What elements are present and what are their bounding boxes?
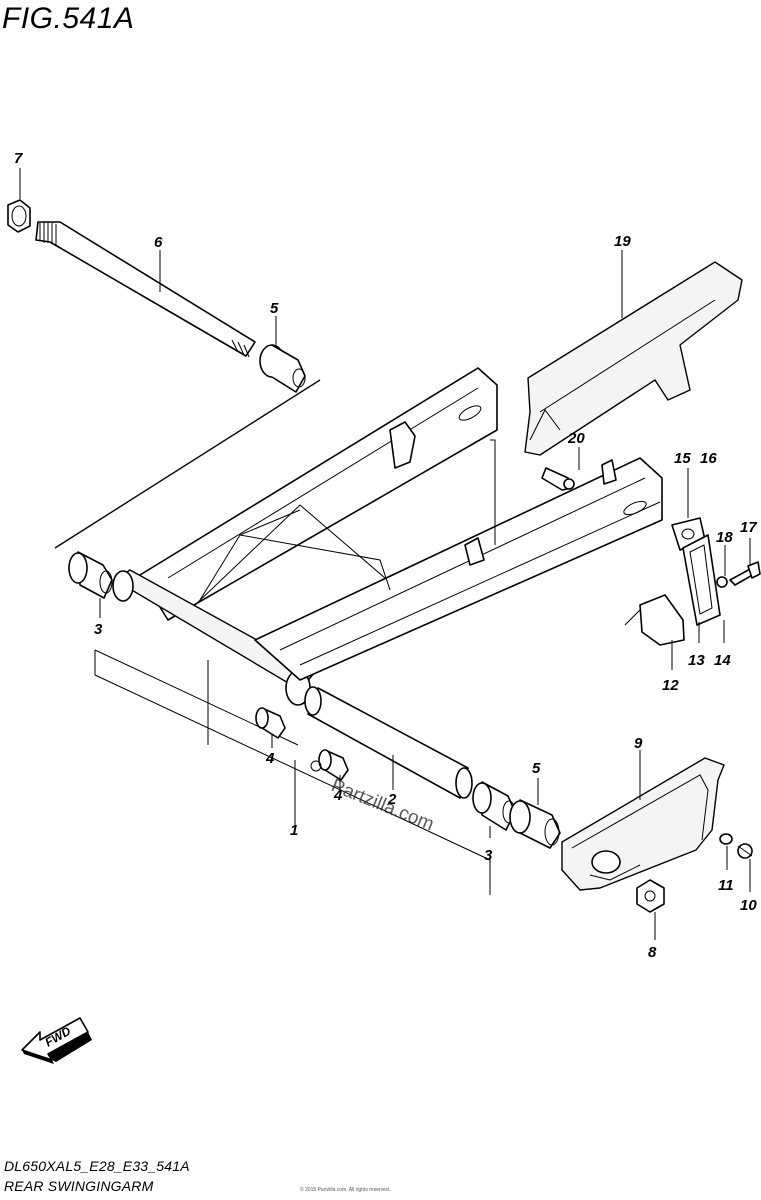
callout-14: 14 bbox=[714, 652, 731, 669]
leader-lines bbox=[19, 168, 751, 940]
part-5-collar-upper[interactable] bbox=[259, 344, 306, 393]
callout-5-upper: 5 bbox=[270, 300, 279, 317]
callout-3-left: 3 bbox=[94, 621, 103, 638]
callout-10: 10 bbox=[740, 897, 757, 914]
callout-18: 18 bbox=[716, 529, 733, 546]
callout-7: 7 bbox=[14, 150, 23, 167]
callout-1: 1 bbox=[290, 822, 298, 839]
callout-16: 16 bbox=[700, 450, 717, 467]
callout-13: 13 bbox=[688, 652, 705, 669]
part-13-14-adjuster[interactable] bbox=[682, 534, 721, 626]
part-9-chain-case[interactable] bbox=[561, 757, 725, 891]
fwd-arrow: FWD bbox=[21, 1017, 92, 1064]
part-6-pivot-shaft[interactable] bbox=[35, 221, 256, 358]
callout-17: 17 bbox=[740, 519, 757, 536]
callout-6: 6 bbox=[154, 234, 163, 251]
callout-2: 2 bbox=[387, 791, 397, 808]
part-12-slider[interactable] bbox=[624, 594, 685, 646]
callout-11: 11 bbox=[718, 877, 734, 894]
callout-4-upper: 4 bbox=[265, 750, 275, 767]
part-2-spacer[interactable] bbox=[304, 686, 473, 799]
callout-12: 12 bbox=[662, 677, 679, 694]
part-7-nut[interactable] bbox=[7, 199, 31, 233]
fine-print: © 2015 Partzilla.com. All rights reserve… bbox=[300, 1187, 391, 1193]
part-3-bearing-left[interactable] bbox=[68, 551, 113, 599]
assembly-boundary-lines bbox=[54, 379, 491, 895]
figure-code: DL650XAL5_E28_E33_541A bbox=[4, 1158, 190, 1174]
part-5-collar-lower[interactable] bbox=[509, 799, 561, 849]
watermark: Partzilla.com bbox=[328, 775, 437, 835]
callout-5-lower: 5 bbox=[532, 760, 541, 777]
part-20-bolt[interactable] bbox=[541, 467, 575, 491]
part-3-bearing-right[interactable] bbox=[472, 781, 516, 831]
callout-4-lower: 4 bbox=[333, 787, 343, 804]
callout-20: 20 bbox=[567, 430, 585, 447]
part-17-bolt[interactable] bbox=[729, 561, 761, 586]
part-19-chain-cover[interactable] bbox=[524, 261, 743, 456]
part-8-nut[interactable] bbox=[636, 879, 665, 913]
part-4-bearing-upper[interactable] bbox=[255, 707, 286, 739]
callout-19: 19 bbox=[614, 233, 631, 250]
figure-title: FIG.541A bbox=[2, 2, 135, 35]
figure-name: REAR SWINGINGARM bbox=[4, 1178, 154, 1194]
part-1-swingarm[interactable] bbox=[112, 367, 663, 706]
part-4-bearing-lower[interactable] bbox=[310, 749, 349, 781]
callout-8: 8 bbox=[648, 944, 657, 961]
part-10-bolt[interactable] bbox=[737, 843, 753, 859]
part-18-washer[interactable] bbox=[716, 576, 728, 588]
callout-9: 9 bbox=[634, 735, 643, 752]
callout-labels: 7 6 5 19 20 15 16 18 17 3 13 14 12 4 9 5… bbox=[14, 150, 757, 961]
part-11-washer[interactable] bbox=[719, 833, 733, 845]
callout-15: 15 bbox=[674, 450, 691, 467]
callout-3-right: 3 bbox=[484, 847, 493, 864]
